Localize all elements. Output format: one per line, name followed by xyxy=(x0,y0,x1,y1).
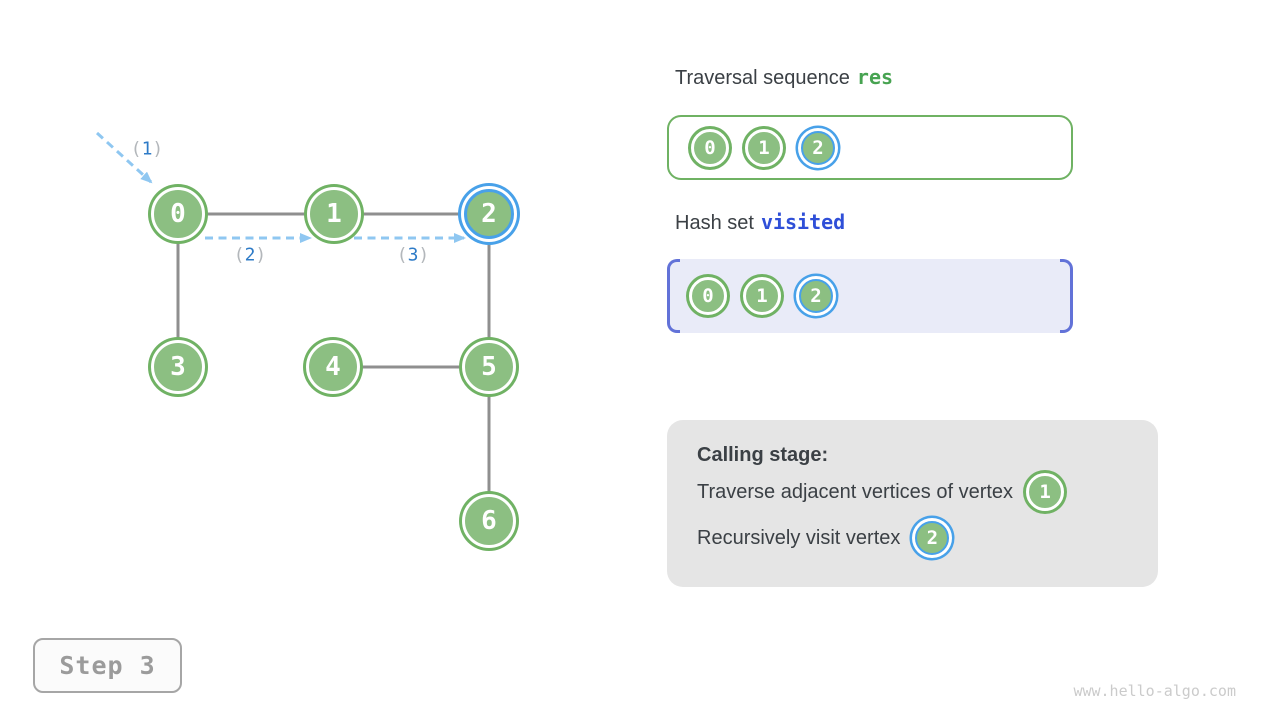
sequence-node-1: 1 xyxy=(745,128,783,167)
calling-line-1-node-slot: 1 xyxy=(1026,473,1065,511)
graph-vertex-0: 0 xyxy=(151,187,205,241)
traversal-sequence-title: Traversal sequence res xyxy=(675,65,893,90)
calling-line-1-text: Traverse adjacent vertices of vertex xyxy=(697,480,1014,503)
sequence-node-2: 2 xyxy=(801,130,835,165)
calling-stage-line-2: Recursively visit vertex 2 xyxy=(697,515,1128,561)
step-label: Step 3 xyxy=(59,651,156,680)
sequence-node-0: 0 xyxy=(691,128,729,167)
calling-line-2-text: Recursively visit vertex xyxy=(697,526,901,549)
arrow-step-label-3: (3) xyxy=(396,244,430,266)
graph-vertex-5: 5 xyxy=(462,340,516,394)
arrow-step-label-2: (2) xyxy=(233,244,267,266)
graph-vertex-2: 2 xyxy=(464,189,514,239)
left-bracket xyxy=(667,259,680,333)
calling-stage-title: Calling stage: xyxy=(697,443,829,466)
hash-set-node-2: 2 xyxy=(799,279,833,313)
arrow-step-label-1: (1) xyxy=(130,138,164,160)
calling-stage-node-2: 2 xyxy=(915,521,950,555)
right-bracket xyxy=(1060,259,1073,333)
graph-vertex-3: 3 xyxy=(151,340,205,394)
traversal-title-text: Traversal sequence xyxy=(675,67,850,89)
graph-vertex-6: 6 xyxy=(462,494,516,548)
calling-line-2-node-slot: 2 xyxy=(913,519,951,557)
watermark: www.hello-algo.com xyxy=(1073,682,1236,700)
hash-set-title: Hash set visited xyxy=(675,210,845,235)
graph-vertex-1: 1 xyxy=(307,187,361,241)
calling-stage-line-1: Traverse adjacent vertices of vertex 1 xyxy=(697,469,1128,515)
hash-set-title-text: Hash set xyxy=(675,212,754,234)
res-code-label: res xyxy=(856,65,894,89)
graph-vertex-4: 4 xyxy=(306,340,360,394)
visited-code-label: visited xyxy=(760,210,846,234)
step-indicator: Step 3 xyxy=(33,638,182,693)
calling-stage-box: Calling stage: Traverse adjacent vertice… xyxy=(667,420,1158,587)
hash-set-node-0: 0 xyxy=(689,277,727,315)
hash-set-node-1: 1 xyxy=(743,277,781,315)
calling-stage-node-1: 1 xyxy=(1026,473,1065,511)
